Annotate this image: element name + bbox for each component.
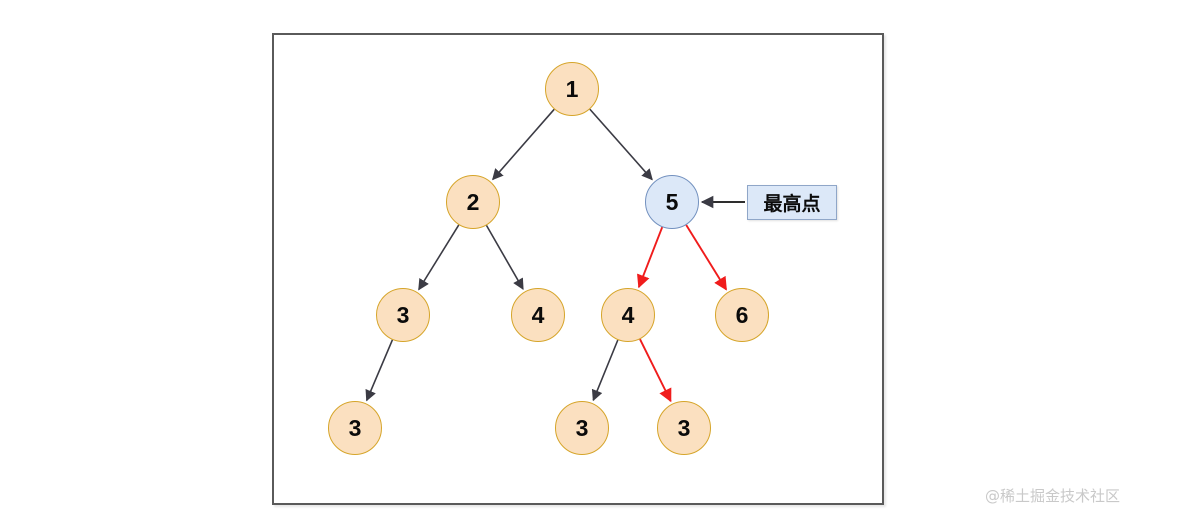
tree-node-n3c[interactable]: 3 — [555, 401, 609, 455]
tree-node-n4b[interactable]: 4 — [601, 288, 655, 342]
tree-node-n6[interactable]: 6 — [715, 288, 769, 342]
tree-node-label: 4 — [621, 301, 635, 328]
tree-node-label: 3 — [575, 414, 589, 441]
tree-node-n3a[interactable]: 3 — [376, 288, 430, 342]
tree-node-label: 5 — [665, 188, 679, 215]
tree-node-label: 3 — [677, 414, 691, 441]
tree-node-n3b[interactable]: 3 — [328, 401, 382, 455]
tree-node-n4a[interactable]: 4 — [511, 288, 565, 342]
tree-node-label: 2 — [466, 188, 480, 215]
tree-node-label: 6 — [735, 301, 749, 328]
tree-node-label: 4 — [531, 301, 545, 328]
tree-node-label: 3 — [396, 301, 410, 328]
tree-node-n2[interactable]: 2 — [446, 175, 500, 229]
callout-label-text: 最高点 — [763, 193, 821, 215]
callout-label-box[interactable]: 最高点 — [747, 185, 837, 220]
tree-node-n5[interactable]: 5 — [645, 175, 699, 229]
tree-node-label: 1 — [565, 75, 579, 102]
watermark-text: @稀土掘金技术社区 — [985, 487, 1121, 505]
tree-node-n1[interactable]: 1 — [545, 62, 599, 116]
tree-node-label: 3 — [348, 414, 362, 441]
tree-node-n3d[interactable]: 3 — [657, 401, 711, 455]
